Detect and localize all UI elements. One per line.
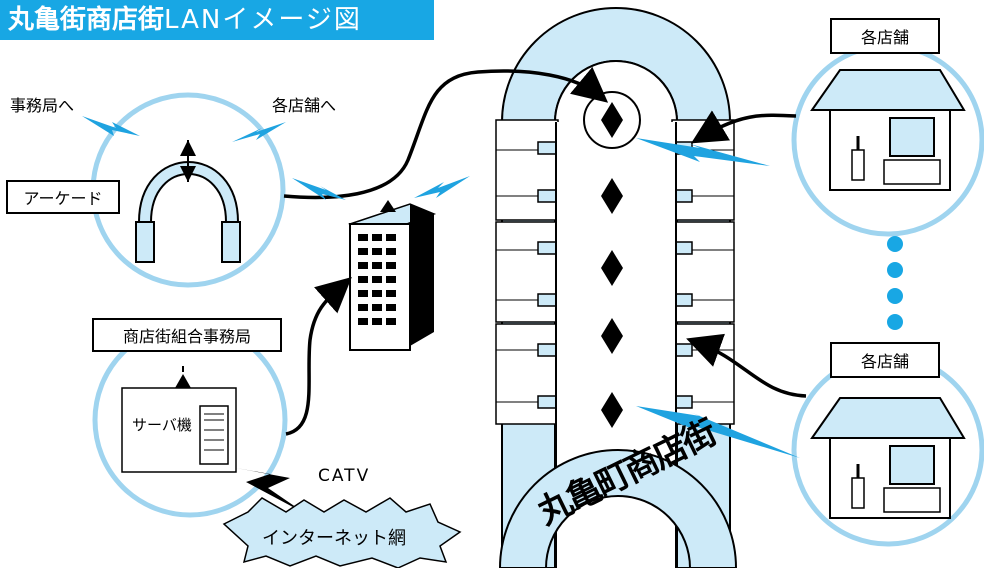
connection-lines [283, 66, 807, 436]
street-name-arc [498, 449, 738, 568]
catv-lightning-icon [236, 468, 306, 514]
computer-icon [889, 445, 935, 485]
title-sub: LANイメージ図 [164, 5, 362, 35]
shop-circle-bottom [791, 353, 984, 547]
access-point-4 [601, 318, 623, 354]
internet-cloud [222, 497, 462, 568]
label-to-office: 事務局へ [10, 96, 75, 115]
wireless-unit-icon [851, 149, 865, 181]
computer-icon [889, 117, 935, 157]
data-center-building [348, 200, 437, 351]
internet-label: インターネット網 [262, 528, 406, 549]
diagram-title: 丸亀街商店街LANイメージ図 [0, 0, 434, 40]
shop-label-box-top: 各店舗 [830, 18, 940, 54]
arcade-circle [90, 92, 286, 288]
title-main: 丸亀街商店街 [8, 5, 165, 35]
wireless-unit-icon [851, 477, 865, 509]
server-rack-icon [199, 405, 229, 465]
shop-label-box-bottom: 各店舗 [830, 342, 940, 378]
access-point-3 [601, 250, 623, 286]
server-label: サーバ機 [132, 416, 192, 434]
arcade-label-box: アーケード [6, 180, 120, 214]
catv-label: CATV [318, 466, 371, 486]
access-points [583, 91, 641, 428]
office-circle [92, 322, 288, 518]
access-point-1 [601, 102, 623, 138]
shop-circle-top [791, 43, 984, 237]
association-office-label-box: 商店街組合事務局 [92, 318, 282, 352]
wireless-sparks [82, 116, 800, 458]
continuation-dots [887, 236, 903, 330]
access-point-2 [601, 178, 623, 214]
access-point-5 [601, 392, 623, 428]
label-to-shops: 各店舗へ [272, 96, 337, 115]
